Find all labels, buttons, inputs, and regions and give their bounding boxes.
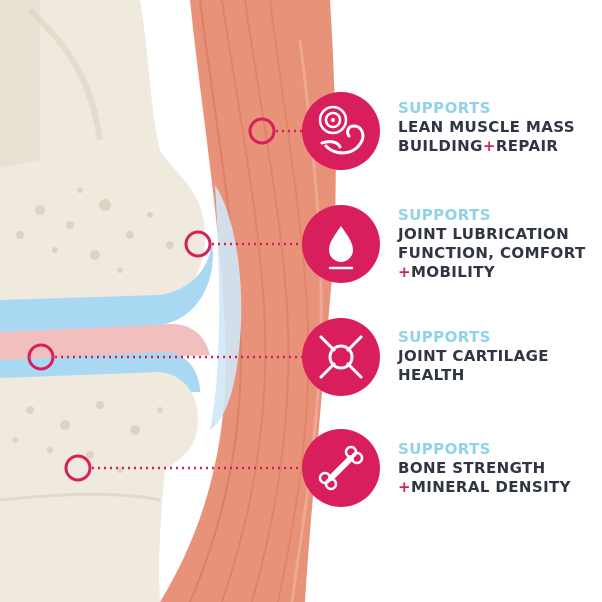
- benefit-line: JOINT CARTILAGE: [398, 347, 549, 366]
- supports-label: SUPPORTS: [398, 99, 575, 118]
- benefit-bone: SUPPORTS BONE STRENGTH +MINERAL DENSITY: [398, 440, 571, 497]
- benefit-cartilage: SUPPORTS JOINT CARTILAGE HEALTH: [398, 328, 549, 385]
- supports-label: SUPPORTS: [398, 328, 549, 347]
- bone-icon: [302, 429, 380, 507]
- benefit-line: JOINT LUBRICATION: [398, 225, 586, 244]
- plus-sign: +: [398, 478, 411, 496]
- benefit-line: +MOBILITY: [398, 263, 586, 282]
- supports-label: SUPPORTS: [398, 206, 586, 225]
- benefit-line: BONE STRENGTH: [398, 459, 571, 478]
- plus-sign: +: [398, 263, 411, 281]
- benefit-muscle: SUPPORTS LEAN MUSCLE MASS BUILDING+REPAI…: [398, 99, 575, 156]
- benefit-line: HEALTH: [398, 366, 549, 385]
- benefit-lubrication: SUPPORTS JOINT LUBRICATION FUNCTION, COM…: [398, 206, 586, 282]
- benefit-text: REPAIR: [496, 137, 559, 155]
- benefit-text: BUILDING: [398, 137, 483, 155]
- benefit-line: LEAN MUSCLE MASS: [398, 118, 575, 137]
- benefit-text: MOBILITY: [411, 263, 495, 281]
- plus-sign: +: [483, 137, 496, 155]
- muscle-target-icon: [302, 92, 380, 170]
- benefit-line: FUNCTION, COMFORT: [398, 244, 586, 263]
- benefit-line: +MINERAL DENSITY: [398, 478, 571, 497]
- cartilage-joint-icon: [302, 318, 380, 396]
- supports-label: SUPPORTS: [398, 440, 571, 459]
- benefit-text: MINERAL DENSITY: [411, 478, 571, 496]
- droplet-icon: [302, 205, 380, 283]
- lower-bone: [0, 372, 198, 602]
- upper-bone: [0, 0, 205, 312]
- benefit-line: BUILDING+REPAIR: [398, 137, 575, 156]
